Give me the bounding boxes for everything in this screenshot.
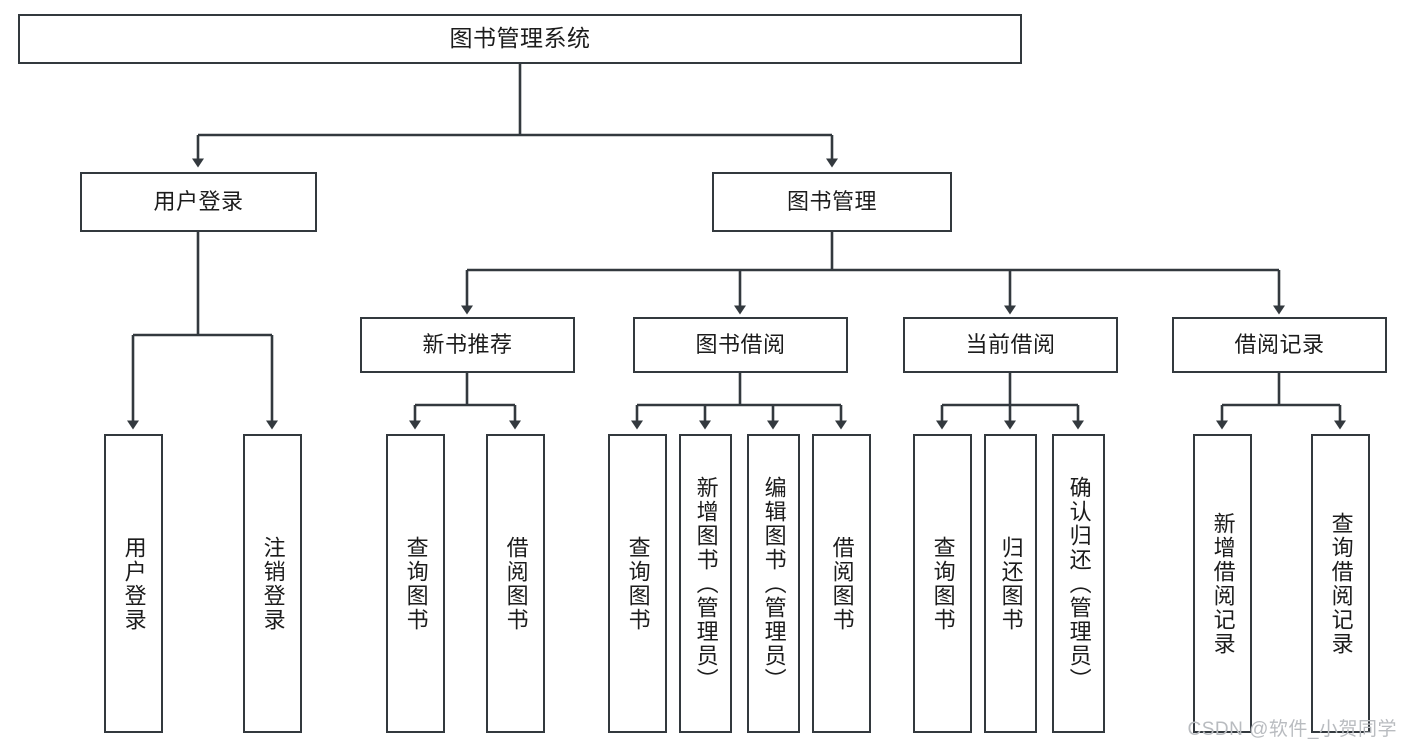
node-leaf-add-book-admin[interactable]: 新增图书（管理员） bbox=[679, 434, 732, 733]
node-leaf-query-borrow-record[interactable]: 查询借阅记录 bbox=[1311, 434, 1370, 733]
node-leaf-return-book[interactable]: 归还图书 bbox=[984, 434, 1037, 733]
node-leaf-add-borrow-record[interactable]: 新增借阅记录 bbox=[1193, 434, 1252, 733]
watermark-text: CSDN @软件_小贺同学 bbox=[1187, 719, 1397, 740]
node-leaf-confirm-return-admin[interactable]: 确认归还（管理员） bbox=[1052, 434, 1105, 733]
node-leaf-add-book-admin-label: 新增图书（管理员） bbox=[693, 475, 719, 692]
node-leaf-borrow-book-label: 借阅图书 bbox=[829, 535, 855, 632]
node-leaf-query-borrow-record-label: 查询借阅记录 bbox=[1328, 511, 1354, 656]
node-leaf-borrow-query-book-label: 查询图书 bbox=[625, 535, 651, 632]
node-leaf-recommend-query-book[interactable]: 查询图书 bbox=[386, 434, 445, 733]
node-root[interactable]: 图书管理系统 bbox=[18, 14, 1022, 64]
node-leaf-borrow-book[interactable]: 借阅图书 bbox=[812, 434, 871, 733]
node-new-book-recommend-label: 新书推荐 bbox=[422, 332, 513, 358]
node-root-label: 图书管理系统 bbox=[449, 25, 591, 52]
node-borrow-record-label: 借阅记录 bbox=[1234, 332, 1325, 358]
node-leaf-edit-book-admin-label: 编辑图书（管理员） bbox=[761, 475, 787, 692]
node-leaf-recommend-borrow-book[interactable]: 借阅图书 bbox=[486, 434, 545, 733]
node-borrow-record[interactable]: 借阅记录 bbox=[1172, 317, 1387, 373]
node-current-borrow[interactable]: 当前借阅 bbox=[903, 317, 1118, 373]
node-user-login[interactable]: 用户登录 bbox=[80, 172, 317, 232]
node-leaf-user-login[interactable]: 用户登录 bbox=[104, 434, 163, 733]
node-new-book-recommend[interactable]: 新书推荐 bbox=[360, 317, 575, 373]
node-book-borrow[interactable]: 图书借阅 bbox=[633, 317, 848, 373]
node-leaf-current-query-book[interactable]: 查询图书 bbox=[913, 434, 972, 733]
node-leaf-user-logout-label: 注销登录 bbox=[260, 535, 286, 632]
node-leaf-confirm-return-admin-label: 确认归还（管理员） bbox=[1066, 475, 1092, 692]
node-current-borrow-label: 当前借阅 bbox=[965, 332, 1056, 358]
node-book-management-label: 图书管理 bbox=[786, 189, 877, 215]
node-book-borrow-label: 图书借阅 bbox=[695, 332, 786, 358]
node-book-management[interactable]: 图书管理 bbox=[712, 172, 952, 232]
node-leaf-user-logout[interactable]: 注销登录 bbox=[243, 434, 302, 733]
node-leaf-user-login-label: 用户登录 bbox=[121, 535, 147, 632]
node-leaf-return-book-label: 归还图书 bbox=[998, 535, 1024, 632]
node-leaf-recommend-borrow-book-label: 借阅图书 bbox=[503, 535, 529, 632]
node-leaf-edit-book-admin[interactable]: 编辑图书（管理员） bbox=[747, 434, 800, 733]
node-leaf-recommend-query-book-label: 查询图书 bbox=[403, 535, 429, 632]
node-leaf-add-borrow-record-label: 新增借阅记录 bbox=[1210, 511, 1236, 656]
node-leaf-borrow-query-book[interactable]: 查询图书 bbox=[608, 434, 667, 733]
node-leaf-current-query-book-label: 查询图书 bbox=[930, 535, 956, 632]
node-user-login-label: 用户登录 bbox=[153, 189, 244, 215]
